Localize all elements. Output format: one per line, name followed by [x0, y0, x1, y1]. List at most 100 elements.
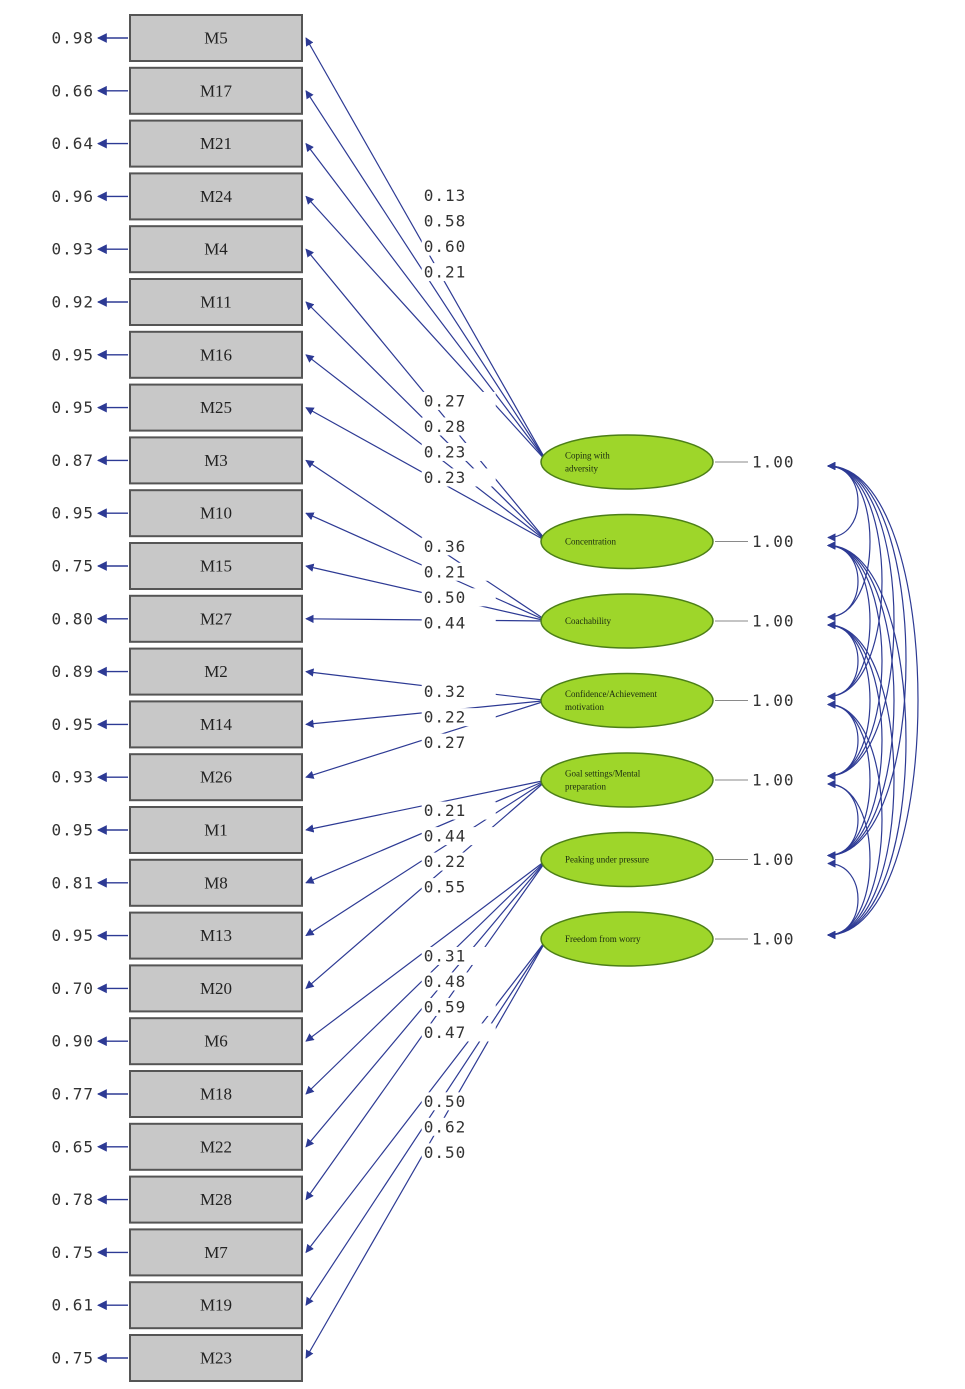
- error-variance-label: 0.98: [51, 29, 94, 48]
- factor-covariance-curve: [827, 541, 895, 860]
- loading-value-label: 0.32: [424, 682, 467, 701]
- factor-label: Goal settings/Mental: [565, 769, 641, 779]
- factor-covariance-curve: [827, 541, 883, 781]
- item-box: [129, 278, 303, 326]
- loading-label-bg: [421, 237, 496, 256]
- item-label: M15: [200, 557, 232, 576]
- item-box: [129, 1281, 303, 1330]
- error-variance-label: 0.75: [51, 557, 94, 576]
- error-variance-label: 0.95: [51, 398, 94, 417]
- error-variance-label: 0.66: [51, 81, 94, 100]
- item-label: M14: [200, 715, 233, 734]
- error-variance-label: 0.93: [51, 240, 94, 259]
- loading-value-label: 0.48: [424, 972, 467, 991]
- item-box: [129, 647, 303, 696]
- factor-variance-label: 1.00: [752, 930, 795, 949]
- item-box: [129, 911, 303, 960]
- error-variance-label: 0.93: [51, 768, 94, 787]
- item-node: M3 0.87: [51, 436, 303, 485]
- item-box: [129, 172, 303, 221]
- item-box: [129, 594, 303, 643]
- error-variance-label: 0.75: [51, 1349, 94, 1368]
- loading-value-label: 0.59: [424, 997, 467, 1016]
- item-label: M17: [200, 81, 233, 100]
- loading-label-bg: [421, 946, 496, 965]
- item-label: M13: [200, 926, 232, 945]
- loading-label-bg: [421, 562, 496, 581]
- item-label: M26: [200, 768, 232, 787]
- loading-value-label: 0.27: [424, 391, 467, 410]
- loading-label-bg: [421, 827, 496, 846]
- loading-value-label: 0.44: [424, 613, 467, 632]
- error-variance-label: 0.78: [51, 1190, 94, 1209]
- error-variance-label: 0.95: [51, 926, 94, 945]
- loading-label-bg: [421, 613, 496, 632]
- factor-ellipse: [540, 593, 714, 649]
- loading-value-label: 0.36: [424, 537, 467, 556]
- factor-label: adversity: [565, 464, 598, 474]
- factor-variance-label: 1.00: [752, 532, 795, 551]
- item-label: M3: [204, 451, 228, 470]
- item-box: [129, 119, 303, 168]
- factor-covariance-curve: [827, 620, 895, 940]
- loading-label-bg: [421, 417, 496, 436]
- factor-covariance-curve: [827, 620, 871, 781]
- loading-label-bg: [421, 212, 496, 231]
- factor-label: Peaking under pressure: [565, 855, 649, 865]
- loading-value-label: 0.44: [424, 827, 467, 846]
- factor-covariance-curve: [827, 461, 907, 860]
- item-box: [129, 1228, 303, 1277]
- loading-label-bg: [421, 733, 496, 752]
- loading-label-bg: [421, 1117, 496, 1136]
- item-node: M13 0.95: [51, 911, 303, 960]
- loading-label-bg: [421, 972, 496, 991]
- error-variance-label: 0.65: [51, 1137, 94, 1156]
- loading-path: [305, 195, 548, 463]
- item-label: M25: [200, 398, 232, 417]
- factor-variance-label: 1.00: [752, 453, 795, 472]
- item-box: [129, 1334, 303, 1382]
- error-variance-label: 0.61: [51, 1296, 94, 1315]
- item-label: M4: [204, 240, 228, 259]
- error-variance-label: 0.87: [51, 451, 94, 470]
- loading-label-bg: [421, 1143, 496, 1162]
- item-box: [129, 806, 303, 854]
- factor-ellipse: [540, 911, 714, 967]
- loading-value-label: 0.23: [424, 442, 467, 461]
- factor-variance-label: 1.00: [752, 612, 795, 631]
- item-node: M26 0.93: [51, 753, 303, 802]
- loading-path: [305, 142, 548, 463]
- loading-labels-layer: 0.130.580.600.210.270.280.230.230.360.21…: [421, 186, 496, 1162]
- item-box: [129, 1017, 303, 1066]
- factor-label: motivation: [565, 702, 604, 712]
- item-label: M28: [200, 1190, 232, 1209]
- error-variance-label: 0.95: [51, 715, 94, 734]
- item-node: M4 0.93: [51, 225, 303, 274]
- loading-label-bg: [421, 997, 496, 1016]
- item-label: M27: [200, 609, 233, 628]
- loading-value-label: 0.62: [424, 1117, 467, 1136]
- factor-ellipse: [540, 513, 714, 570]
- factor-covariance-curve: [827, 461, 895, 781]
- item-box: [129, 383, 303, 432]
- item-label: M6: [204, 1032, 228, 1051]
- item-box: [129, 858, 303, 907]
- factor-covariance-curve: [827, 541, 907, 940]
- factor-covariance-curve: [827, 620, 883, 860]
- item-node: M70.75: [51, 1228, 303, 1277]
- items-layer: M50.98M170.66M210.64M240.96M40.93M110.92…: [51, 14, 303, 1382]
- loading-value-label: 0.21: [424, 562, 467, 581]
- item-box: [129, 753, 303, 802]
- item-label: M8: [204, 873, 228, 892]
- factor-ellipse: [540, 831, 714, 888]
- item-node: M17 0.66: [51, 66, 303, 115]
- factor-label: Freedom from worry: [565, 934, 641, 944]
